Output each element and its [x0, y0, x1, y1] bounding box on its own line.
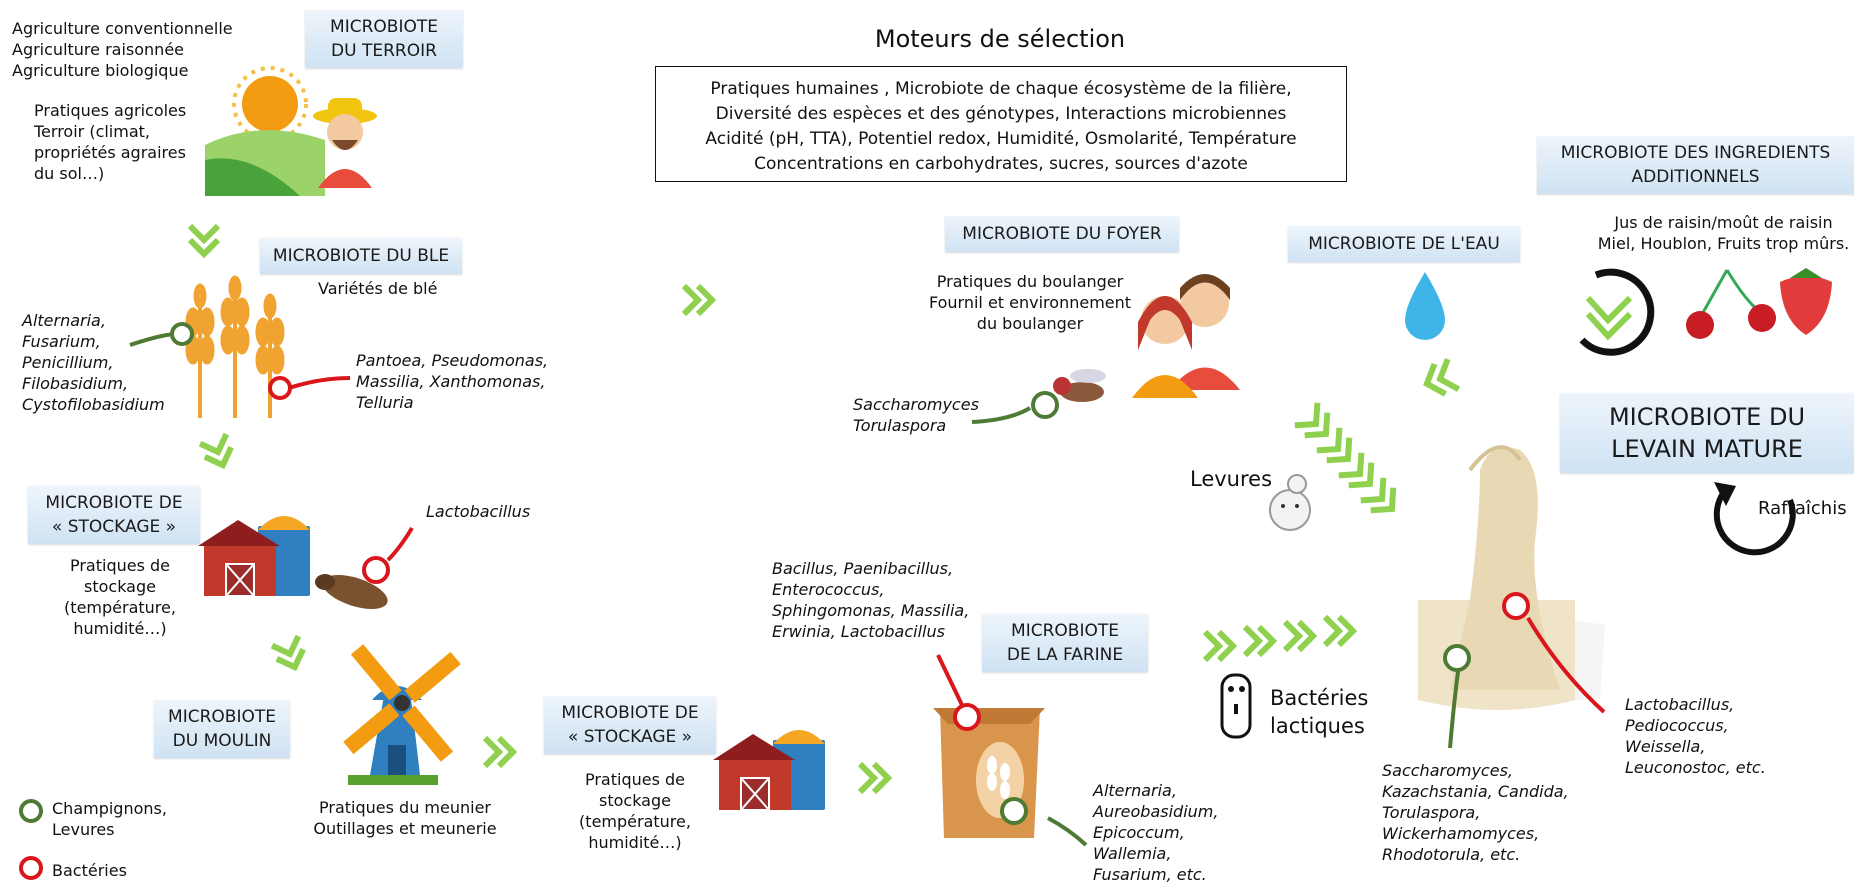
field-icon — [205, 130, 325, 196]
water-drop-icon — [1405, 272, 1445, 340]
legend-bacteria-label: Bactéries — [52, 861, 127, 880]
windmill-icon — [343, 644, 461, 785]
ingredients-list: Jus de raisin/moût de raisin Miel, Houbl… — [1597, 213, 1850, 253]
farming-types: Agriculture conventionnelle Agriculture … — [12, 19, 233, 80]
levain-bacteria-list: Lactobacillus, Pediococcus, Weissella, L… — [1625, 695, 1766, 777]
legend-fungi-marker — [19, 799, 43, 823]
farmer-icon — [313, 98, 377, 188]
fungi-marker — [1000, 797, 1028, 825]
storage-practices-2: Pratiques de stockage (température, humi… — [579, 770, 691, 852]
chevron-arrow-icon — [1205, 632, 1233, 660]
flour-fungi-list: Alternaria, Aureobasidium, Epicoccum, Wa… — [1093, 781, 1219, 884]
flour-bacteria-list: Bacillus, Paenibacillus, Enterococcus, S… — [772, 559, 970, 641]
fungi-marker — [1443, 644, 1471, 672]
diagram-title: Moteurs de sélection — [874, 25, 1126, 53]
chevron-arrow-icon — [860, 764, 888, 792]
storage-bacteria-list: Lactobacillus — [426, 502, 531, 521]
terroir-practices: Pratiques agricoles Terroir (climat, pro… — [34, 101, 187, 183]
water-microbiota-box: MICROBIOTE DE L'EAU — [1288, 226, 1520, 262]
wheat-icon — [185, 275, 285, 418]
refresh-arrow-icon — [1713, 482, 1796, 556]
chevron-arrow-icon — [1421, 359, 1458, 399]
beetle-icon — [315, 574, 388, 609]
chevron-arrow-icon — [272, 636, 308, 672]
chevron-arrow-icon — [1325, 617, 1353, 645]
storage-microbiota-box-2: MICROBIOTE DE« STOCKAGE » — [544, 696, 716, 754]
baker-practices: Pratiques du boulanger Fournil et enviro… — [928, 272, 1132, 333]
refresh-label: Rafraîchis — [1758, 498, 1847, 519]
wheat-bacteria-list: Pantoea, Pseudomonas, Massilia, Xanthomo… — [356, 351, 549, 412]
chevron-arrow-icon — [200, 434, 236, 470]
driver-line: Pratiques humaines , Microbiote de chaqu… — [710, 79, 1292, 99]
cycle-arrow-icon — [1579, 268, 1655, 356]
barn-icon — [197, 515, 311, 597]
household-microbiota-box: MICROBIOTE DU FOYER — [945, 216, 1179, 252]
driver-line: Diversité des espèces et des génotypes, … — [715, 104, 1287, 124]
levain-fungi-list: Saccharomyces, Kazachstania, Candida, To… — [1382, 761, 1569, 864]
wheat-fungi-list: Alternaria, Fusarium, Penicillium, Filob… — [22, 311, 165, 414]
fly-icon — [1053, 369, 1106, 402]
fruit-icon — [1686, 268, 1832, 339]
bacteria-marker — [362, 556, 390, 584]
driver-line: Concentrations en carbohydrates, sucres,… — [754, 154, 1248, 174]
bacteria-marker — [1502, 592, 1530, 620]
chevron-arrow-icon — [190, 226, 218, 254]
fungi-marker — [1031, 391, 1059, 419]
driver-line: Acidité (pH, TTA), Potentiel redox, Humi… — [705, 129, 1297, 149]
wheat-microbiota-box: MICROBIOTE DU BLE — [260, 238, 462, 274]
legend-bacteria-marker — [19, 856, 43, 880]
sourdough-icon — [1418, 445, 1605, 710]
household-fungi-list: Saccharomyces Torulaspora — [853, 395, 979, 435]
yeast-label: Levures — [1190, 467, 1273, 491]
chevron-arrow-icon — [684, 286, 712, 314]
barn-icon — [712, 729, 826, 811]
lactic-bacteria-label: Bactéries lactiques — [1270, 686, 1369, 738]
chevron-arrow-icon — [485, 738, 513, 766]
mill-practices: Pratiques du meunier Outillages et meune… — [313, 798, 497, 838]
bacteria-marker — [953, 703, 981, 731]
storage-practices: Pratiques de stockage (température, humi… — [64, 556, 176, 638]
selection-drivers-box: Pratiques humaines , Microbiote de chaqu… — [655, 66, 1347, 182]
bacterium-icon — [1220, 673, 1252, 739]
legend-fungi-label: Champignons, Levures — [52, 799, 167, 839]
bacteria-marker — [268, 376, 292, 400]
yeast-icon — [1269, 474, 1311, 531]
chevron-arrow-icon — [1245, 627, 1273, 655]
chevron-arrow-icon — [1285, 622, 1313, 650]
wheat-varieties: Variétés de blé — [318, 279, 438, 298]
couple-icon — [1132, 274, 1240, 398]
flour-bag-icon — [933, 708, 1045, 838]
storage-microbiota-box: MICROBIOTE DE« STOCKAGE » — [28, 486, 200, 544]
sun-icon — [232, 66, 308, 142]
chevron-arrow-icon — [1295, 403, 1337, 445]
fungi-marker — [170, 322, 194, 346]
